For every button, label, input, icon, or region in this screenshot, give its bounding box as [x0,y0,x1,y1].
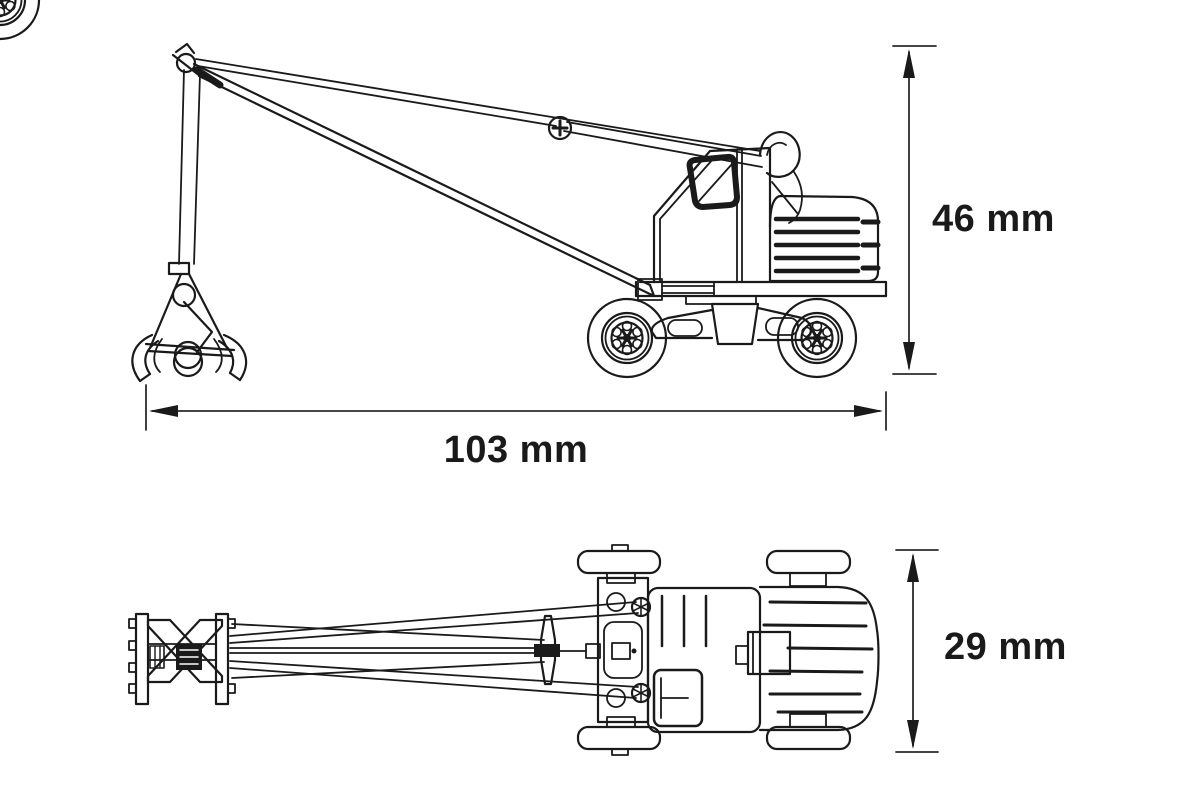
wheel [0,0,41,41]
rear-wheel [776,297,858,379]
grab-top [128,612,236,706]
turntable [650,295,813,346]
engine-hood [768,194,881,283]
chassis-side [634,278,888,346]
boom [192,62,656,298]
cab-outline [652,146,772,284]
arrowhead-down [907,720,919,749]
hood-top-outline [758,585,880,732]
hood-top-slats [762,600,874,714]
truck-side [0,0,888,379]
length-dimension-label: 103 mm [444,429,589,471]
top-view [128,544,880,756]
platform-top [646,586,762,734]
wheels-top [576,544,852,756]
dimension-width: 29 mm [895,549,1067,753]
truck-top [576,544,880,756]
grab-side [131,261,248,383]
boom-hub-upper [630,596,652,618]
grab-tabs [128,618,137,694]
hood-top [735,585,880,732]
hood-slats [773,216,861,274]
wheel-top-front-right [576,725,662,751]
front-wheel [586,297,668,379]
wheel-top-rear-left [765,549,852,575]
boom-top [229,601,639,699]
grab-hanger [167,261,191,276]
boom-suspension-cables [195,58,763,168]
dimension-height: 46 mm [892,45,1055,375]
cable-pulley [547,115,573,141]
arrowhead-up [907,553,919,582]
height-dimension-label: 46 mm [932,198,1055,240]
cab [652,146,772,284]
boom-cross-member [534,614,560,686]
wheel-top-front-left [576,549,662,575]
chassis-plate [585,576,652,724]
side-view [0,0,888,383]
arrowhead-left [149,405,178,417]
boom-pivot [637,278,715,301]
deck-hatch [652,668,704,728]
boom-hub-lower [630,682,652,704]
arrowhead-right [854,405,883,417]
grab-claws [131,333,248,383]
hoist-ropes [178,69,201,265]
hood-outline [768,194,880,283]
arrowhead-down [903,342,915,371]
dimension-length: 103 mm [145,384,887,471]
boom-tip [171,42,224,89]
arrowhead-up [903,49,915,78]
seat-box [746,630,792,676]
width-dimension-label: 29 mm [944,626,1067,668]
cab-window [686,153,740,210]
roof-pulley-guard [758,130,803,224]
dimensions: 46 mm 103 mm 29 mm [145,45,1067,753]
deck-slats [660,594,708,648]
hood-edge-ticks [860,219,881,271]
